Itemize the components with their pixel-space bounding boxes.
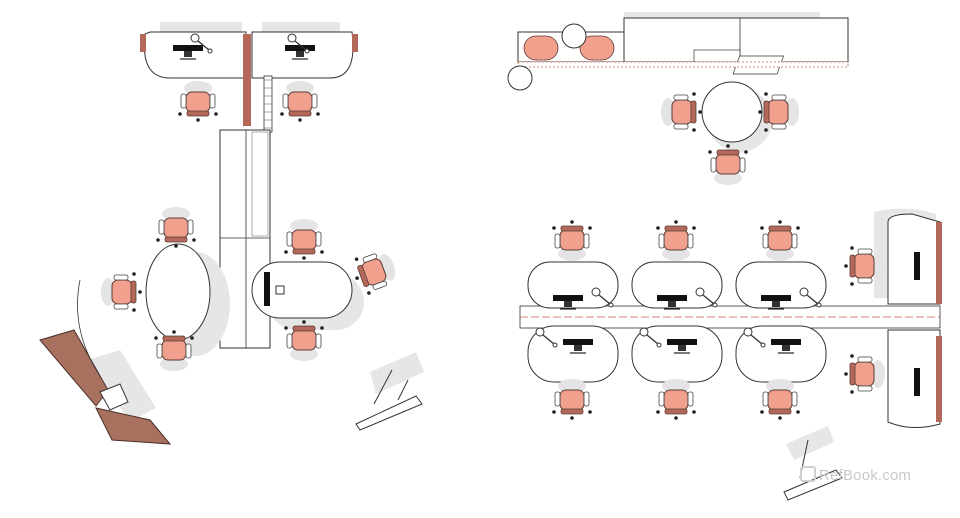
office-chair-icon <box>843 353 886 395</box>
office-chair-icon <box>655 378 697 421</box>
floor-lamp-icon <box>783 426 843 501</box>
lounge-sofa-icon <box>39 279 172 445</box>
office-chair-icon <box>177 80 219 123</box>
office-chair-icon <box>155 206 197 249</box>
floor-lamp-icon <box>355 352 424 431</box>
office-chair-icon <box>759 378 801 421</box>
office-chair-icon <box>551 378 593 421</box>
office-chair-icon <box>660 91 703 133</box>
workstation-bench <box>519 219 941 421</box>
office-chair-icon <box>100 271 143 313</box>
watermark-logo-icon <box>800 466 816 482</box>
desk-pair-top-left <box>140 22 358 126</box>
counter-storage <box>507 12 849 91</box>
office-chair-icon <box>279 80 321 123</box>
watermark-text: RefBook.com <box>819 467 912 484</box>
watermark: RefBook.com <box>800 466 911 484</box>
office-chair-icon <box>655 219 697 262</box>
office-chair-icon <box>551 219 593 262</box>
office-chair-icon <box>843 245 886 287</box>
meeting-table-left <box>100 206 230 372</box>
meeting-table-right <box>251 218 402 362</box>
office-chair-icon <box>283 218 325 261</box>
desk-pair-right <box>843 208 942 428</box>
round-cafe-table <box>660 81 800 186</box>
office-chair-icon <box>759 219 801 262</box>
